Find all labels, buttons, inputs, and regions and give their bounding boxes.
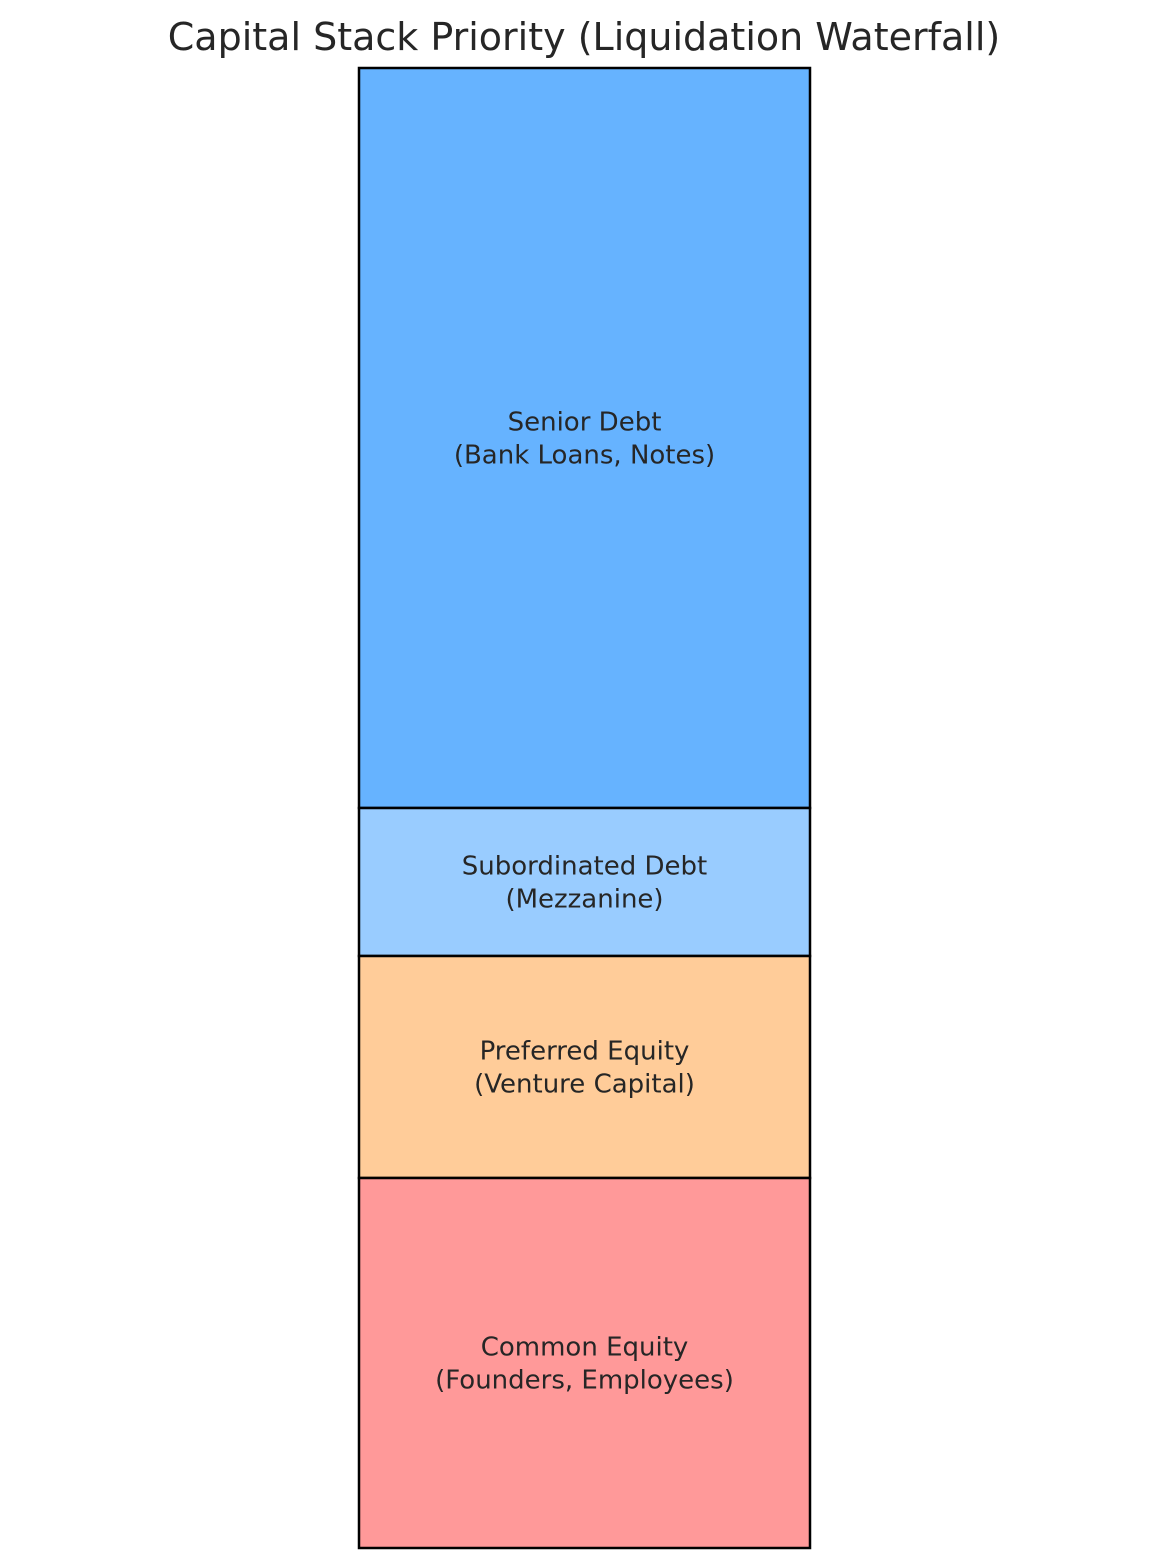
- segment-name-senior-debt: Senior Debt: [508, 408, 662, 438]
- chart-title: Capital Stack Priority (Liquidation Wate…: [168, 15, 1000, 59]
- segment-label-subordinated-debt: Subordinated Debt(Mezzanine): [462, 852, 707, 915]
- segment-common-equity: [357, 1176, 812, 1550]
- stack-segments: Senior Debt(Bank Loans, Notes) Subordinat…: [357, 66, 812, 1550]
- segment-name-preferred-equity: Preferred Equity: [480, 1037, 690, 1067]
- segment-detail-common-equity: (Founders, Employees): [435, 1366, 734, 1396]
- segment-detail-senior-debt: (Bank Loans, Notes): [454, 441, 715, 471]
- segment-detail-subordinated-debt: (Mezzanine): [505, 885, 663, 915]
- segment-preferred-equity: [357, 954, 812, 1180]
- segment-label-senior-debt: Senior Debt(Bank Loans, Notes): [454, 408, 715, 471]
- segment-senior-debt: [357, 66, 812, 810]
- segment-detail-preferred-equity: (Venture Capital): [474, 1070, 695, 1100]
- segment-label-preferred-equity: Preferred Equity(Venture Capital): [474, 1037, 695, 1100]
- segment-label-common-equity: Common Equity(Founders, Employees): [435, 1333, 734, 1396]
- segment-subordinated-debt: [357, 806, 812, 958]
- segment-name-subordinated-debt: Subordinated Debt: [462, 852, 707, 882]
- segment-name-common-equity: Common Equity: [481, 1333, 689, 1363]
